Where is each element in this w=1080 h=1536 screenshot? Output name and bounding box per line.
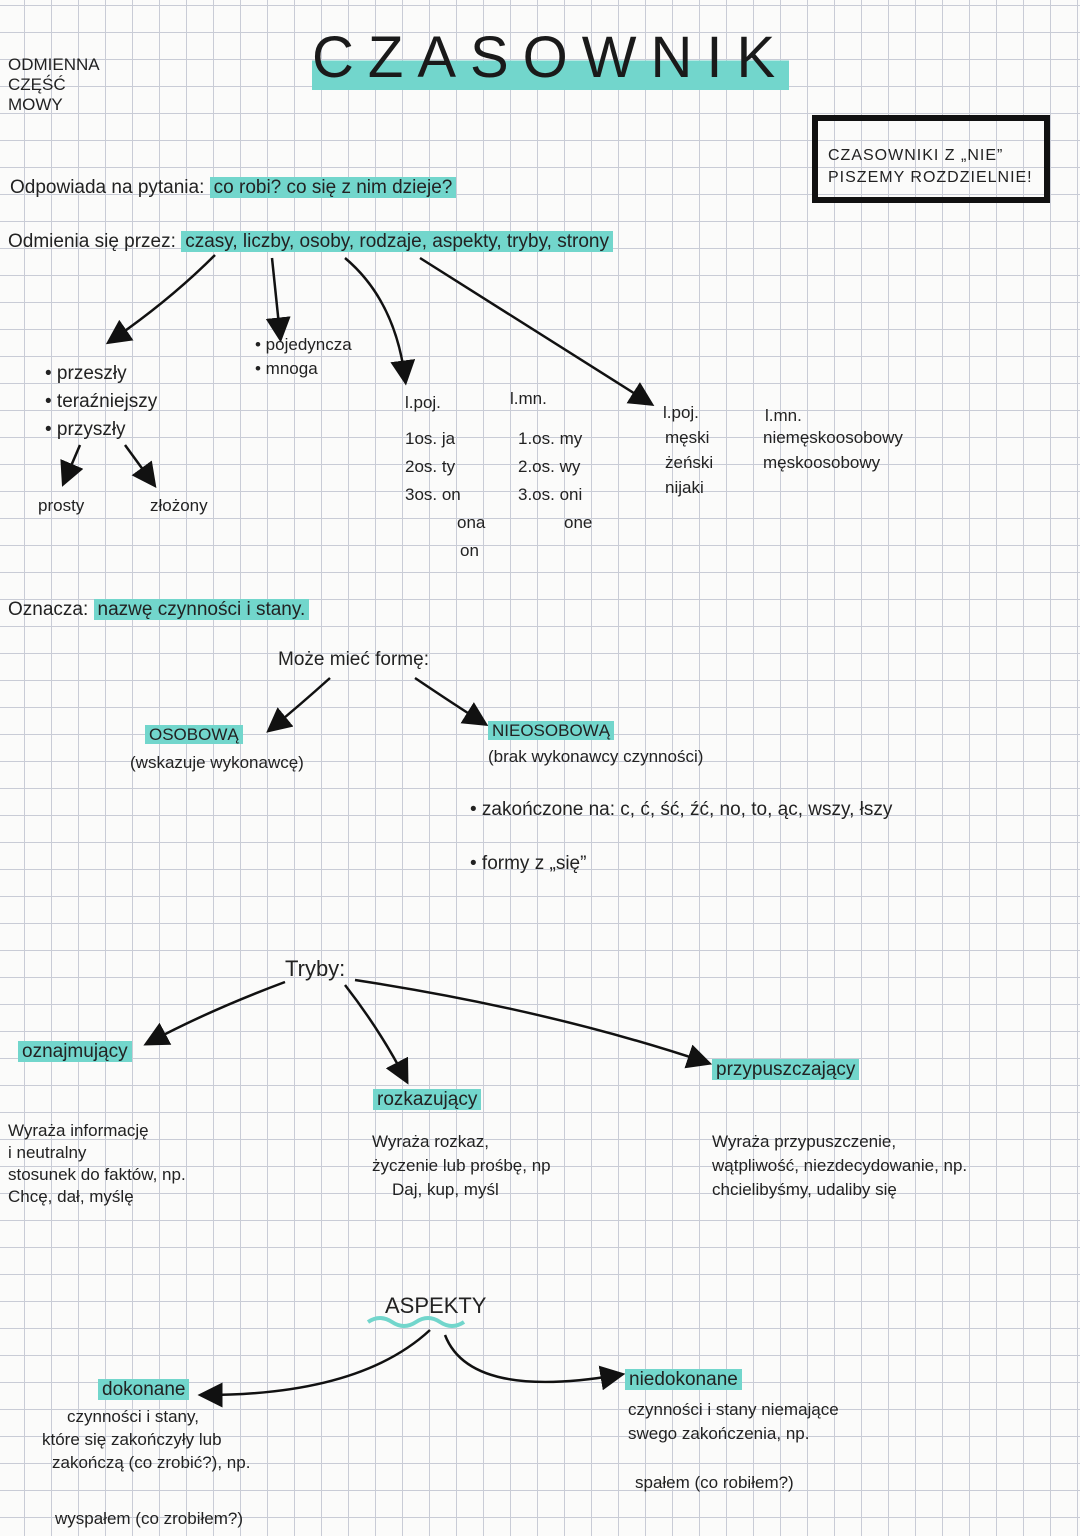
arrow-numbers	[265, 257, 291, 343]
aspect-perfective-desc: czynności i stany,które się zakończyły l…	[42, 1407, 251, 1472]
aspect-imperfective-example: spałem (co robiłem?)	[635, 1473, 794, 1492]
arrow-imperative	[344, 984, 409, 1085]
impersonal-bullet-2: • formy z „się”	[470, 853, 587, 874]
inflection: Odmienia się przez: czasy, liczby, osoby…	[8, 230, 613, 254]
arrow-tenses	[105, 254, 216, 345]
forms-heading: Może mieć formę:	[278, 649, 429, 670]
arrow-imperfective	[443, 1334, 626, 1391]
arrow-perfective	[197, 1329, 431, 1408]
future-simple: prosty	[38, 496, 85, 515]
aspect-perfective: dokonane	[98, 1378, 190, 1402]
future-compound: złożony	[150, 496, 208, 515]
genders-pl-head: l.mn.	[765, 406, 802, 425]
personal-form: OSOBOWĄ	[145, 724, 243, 745]
impersonal-bullet-1: • zakończone na: c, ć, ść, źć, no, to, ą…	[470, 799, 893, 820]
moods-heading: Tryby:	[285, 956, 346, 981]
persons-pl-head: l.mn.	[510, 389, 547, 408]
numbers-list: • pojedyncza• mnoga	[255, 335, 352, 378]
impersonal-note: (brak wykonawcy czynności)	[488, 747, 704, 766]
personal-note: (wskazuje wykonawcę)	[130, 753, 304, 772]
arrow-conditional	[354, 978, 713, 1069]
aspect-imperfective: niedokonane	[625, 1368, 742, 1392]
arrow-personal	[266, 677, 331, 733]
aspects-heading: ASPEKTY	[385, 1293, 487, 1318]
arrow-indicative	[143, 980, 286, 1046]
page-title: CZASOWNIK	[312, 25, 790, 90]
arrow-simple	[60, 444, 84, 487]
mood-indicative: oznajmujący	[18, 1040, 132, 1064]
rule-box: CZASOWNIKI Z „NIE”PISZEMY ROZDZIELNIE!	[812, 115, 1050, 203]
genders-sg-head: l.poj.	[663, 403, 699, 422]
tenses-list: • przeszły• teraźniejszy• przyszły	[45, 363, 158, 440]
arrow-impersonal	[414, 676, 489, 726]
persons-sg-head: l.poj.	[405, 393, 441, 412]
aspect-perfective-example: wyspałem (co zrobiłem?)	[55, 1509, 243, 1528]
questions: Odpowiada na pytania: co robi? co się z …	[10, 176, 457, 200]
arrow-genders	[419, 256, 655, 407]
mood-imperative: rozkazujący	[373, 1088, 482, 1112]
impersonal-form: NIEOSOBOWĄ	[488, 720, 615, 741]
mood-conditional-desc: Wyraża przypuszczenie,wątpliwość, niezde…	[712, 1132, 968, 1199]
arrow-persons	[344, 257, 416, 386]
mood-conditional: przypuszczający	[712, 1058, 860, 1082]
arrow-compound	[123, 444, 157, 489]
means: Oznacza: nazwę czynności i stany.	[8, 598, 310, 622]
